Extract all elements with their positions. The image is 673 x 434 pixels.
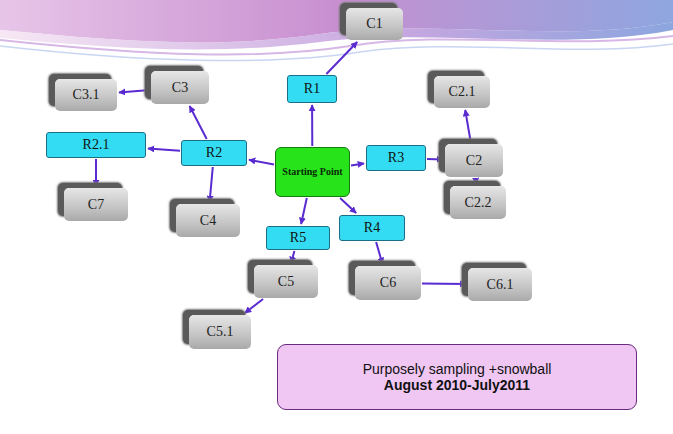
arrow-connector xyxy=(291,251,294,263)
node-label: R3 xyxy=(388,150,404,166)
case-box: C1 xyxy=(346,8,403,40)
node-label: C2.1 xyxy=(449,84,476,100)
node-label: C2.2 xyxy=(465,195,492,211)
arrow-connector xyxy=(427,158,443,161)
case-box: C3 xyxy=(151,71,209,104)
node-label: C4 xyxy=(200,213,216,229)
arrow-connector xyxy=(311,105,313,146)
arrow-connector xyxy=(190,106,207,139)
respondent-box: R4 xyxy=(339,215,405,241)
arrow-connector xyxy=(249,160,274,165)
arrow-connector xyxy=(422,283,466,286)
node-label: C3 xyxy=(172,80,188,96)
arrow-connector xyxy=(475,178,478,184)
node-label: C7 xyxy=(88,197,104,213)
arrow-connector xyxy=(119,90,150,93)
case-box: C6 xyxy=(355,266,421,300)
arrow-connector xyxy=(301,198,307,224)
arrow-connector xyxy=(210,167,213,202)
node-label: C6.1 xyxy=(487,277,514,293)
node-label: R2.1 xyxy=(83,137,110,153)
wave xyxy=(0,22,673,50)
arrow-connector xyxy=(326,42,357,74)
node-label: C5 xyxy=(278,274,294,290)
case-box: C6.1 xyxy=(468,268,532,301)
wave-line xyxy=(0,44,673,61)
arrow-connector xyxy=(245,299,263,313)
respondent-box: R1 xyxy=(287,75,337,103)
arrow-connector xyxy=(351,163,364,165)
arrow-connector xyxy=(376,242,382,264)
start-node: Starting Point xyxy=(275,147,350,197)
wave-line xyxy=(0,36,673,55)
case-box: C3.1 xyxy=(55,79,117,111)
respondent-box: R5 xyxy=(266,226,330,250)
date-text: August 2010-July2011 xyxy=(384,377,530,393)
node-label: Starting Point xyxy=(282,166,342,178)
caption-box: Purposely sampling +snowballAugust 2010-… xyxy=(277,344,637,410)
node-label: R4 xyxy=(364,220,380,236)
node-label: C2 xyxy=(466,153,482,169)
node-label: C3.1 xyxy=(73,87,100,103)
case-box: C2.1 xyxy=(434,76,490,108)
node-label: R5 xyxy=(290,230,306,246)
case-box: C5.1 xyxy=(189,315,251,349)
case-box: C2 xyxy=(445,144,503,177)
respondent-box: R2 xyxy=(181,140,247,166)
node-label: R1 xyxy=(304,81,320,97)
caption-text: Purposely sampling +snowball xyxy=(363,361,552,377)
respondent-box: R3 xyxy=(366,145,426,171)
arrow-connector xyxy=(148,149,180,151)
node-label: C1 xyxy=(366,16,382,32)
case-box: C2.2 xyxy=(450,186,506,219)
case-box: C5 xyxy=(254,265,318,298)
node-label: R2 xyxy=(206,145,222,161)
node-label: C6 xyxy=(380,275,396,291)
arrow-connector xyxy=(340,198,356,213)
respondent-box: R2.1 xyxy=(46,132,146,158)
case-box: C4 xyxy=(176,204,240,237)
node-label: C5.1 xyxy=(207,324,234,340)
arrow-connector xyxy=(465,110,471,143)
arrow-connector xyxy=(95,159,97,186)
case-box: C7 xyxy=(64,188,128,221)
